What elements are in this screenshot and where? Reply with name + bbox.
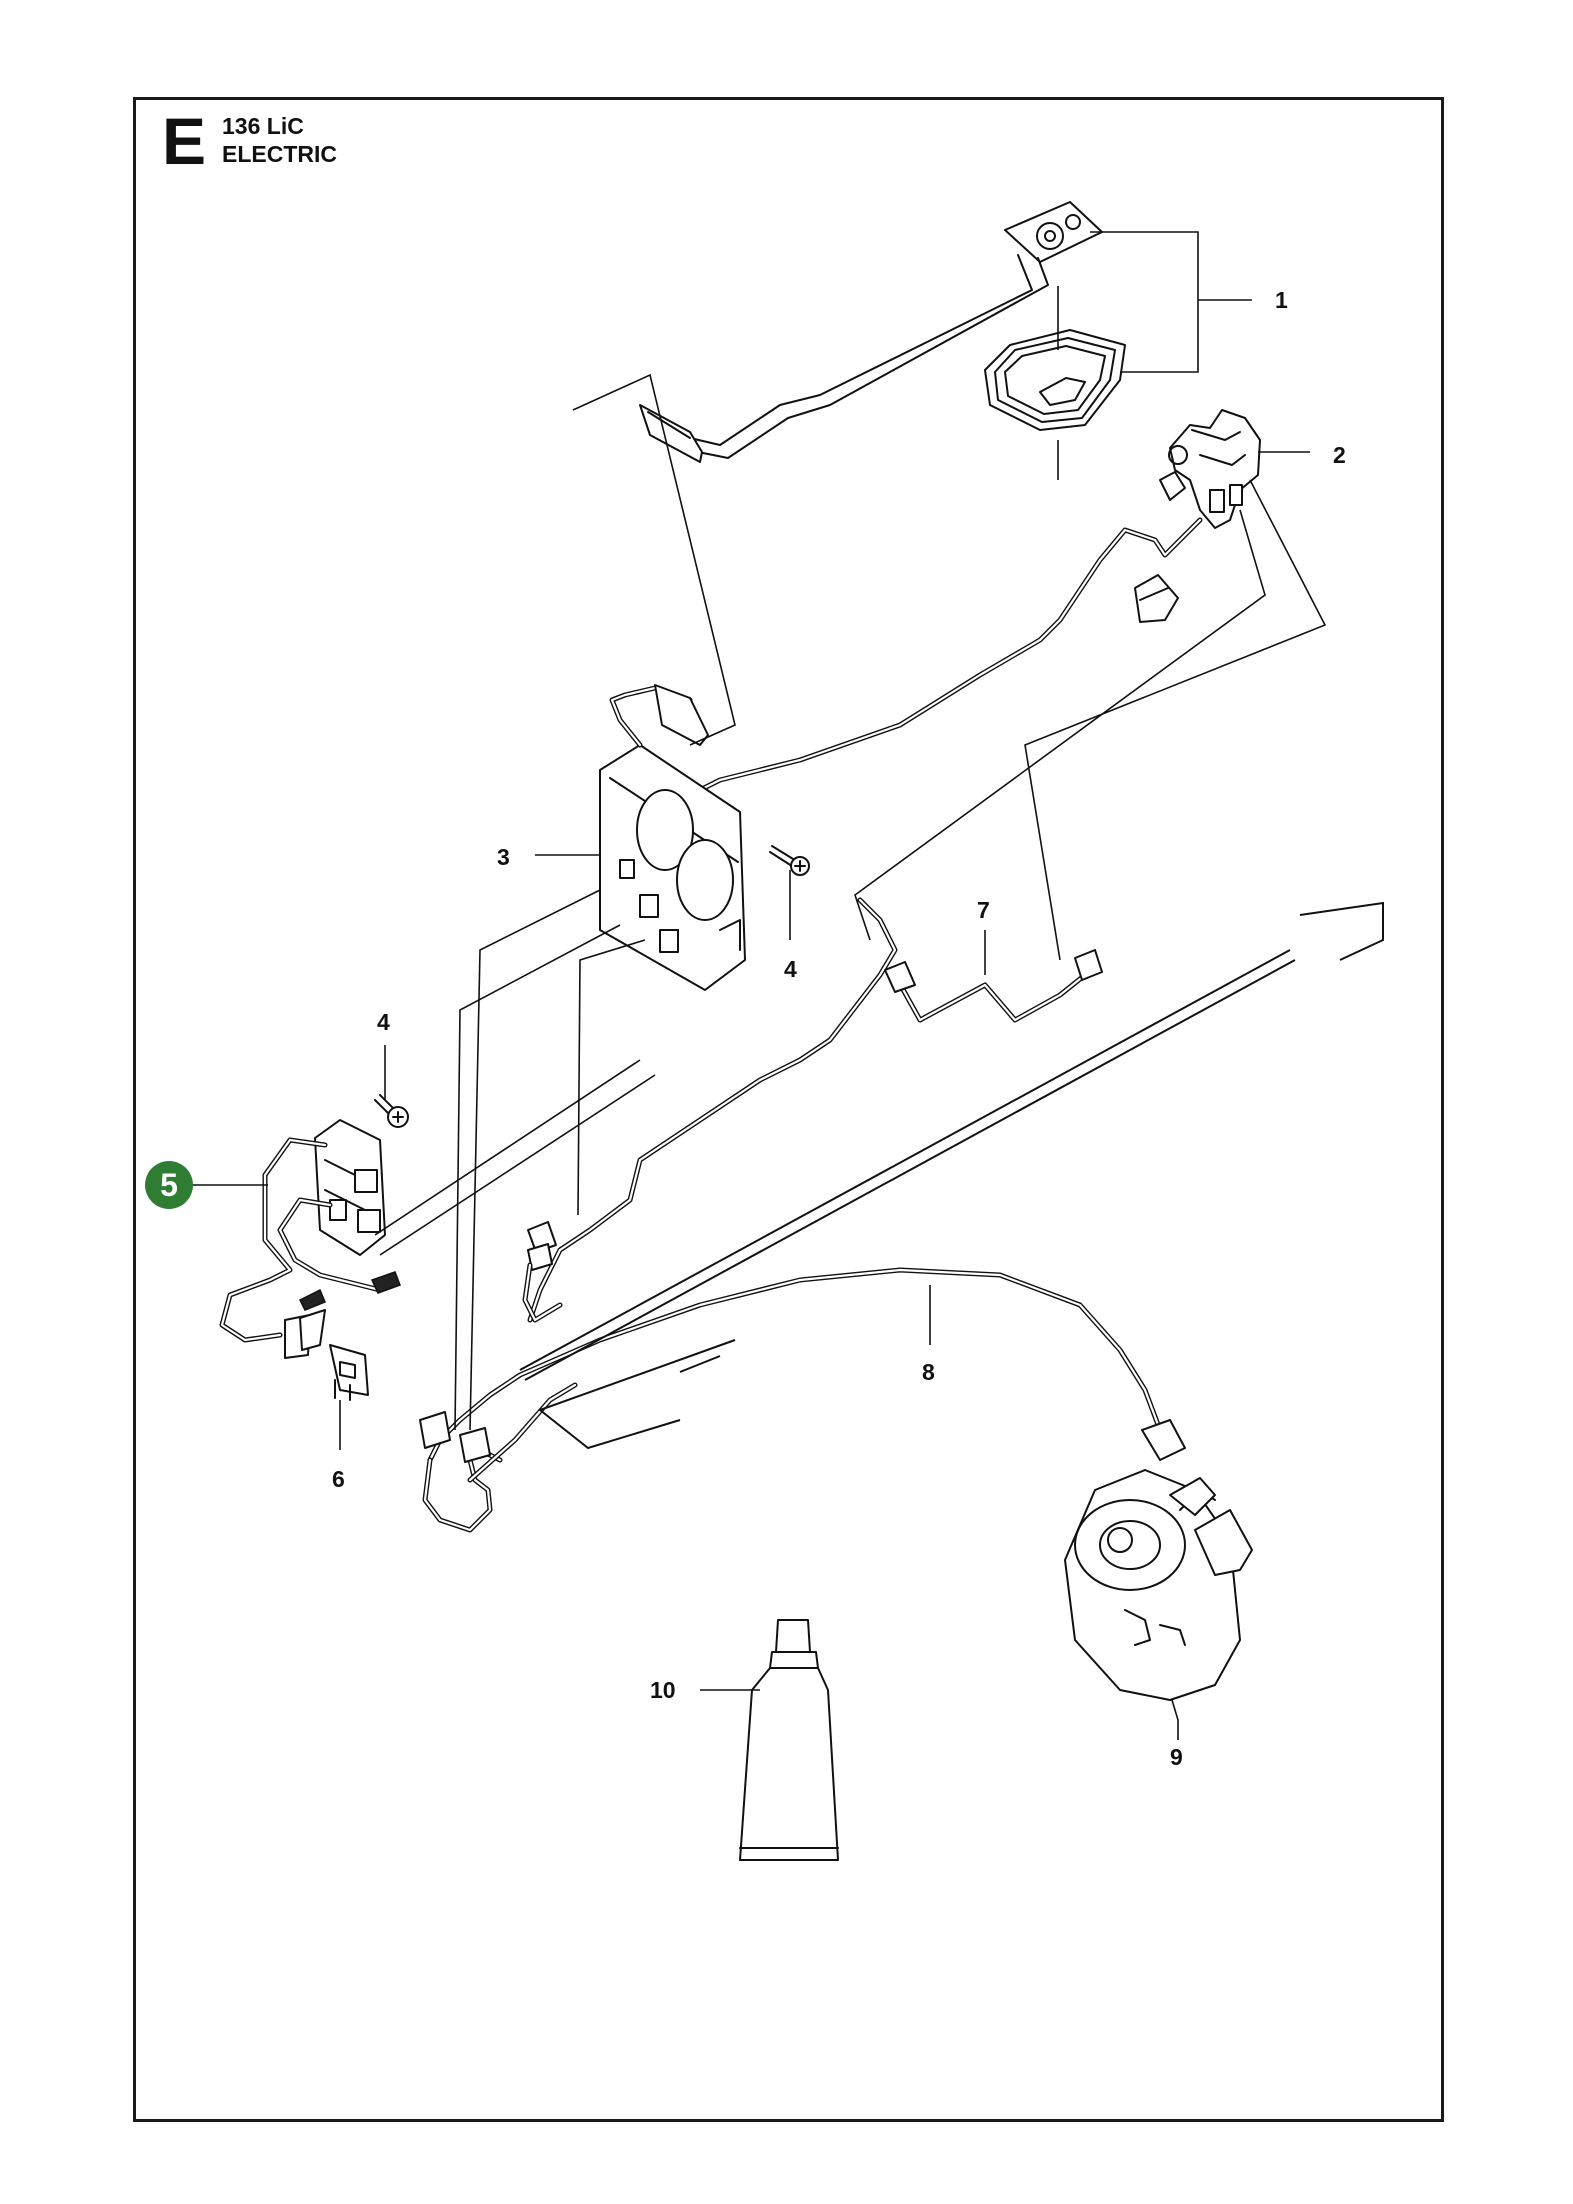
callout-7: 7 bbox=[977, 897, 990, 923]
part-5-terminal-harness[interactable] bbox=[219, 1119, 401, 1359]
part-8-motor-cable[interactable] bbox=[419, 1267, 1186, 1533]
part-4-screw-lower[interactable] bbox=[374, 1094, 409, 1128]
part-9-motor[interactable] bbox=[1064, 1469, 1253, 1701]
hatch-band-lower bbox=[537, 1339, 736, 1450]
section-letter: E bbox=[162, 104, 207, 178]
part-2-trigger-switch[interactable] bbox=[697, 409, 1261, 793]
model-name: 136 LiC bbox=[222, 113, 304, 139]
callout-6: 6 bbox=[332, 1466, 345, 1492]
section-name: ELECTRIC bbox=[222, 141, 337, 167]
callout-8: 8 bbox=[922, 1359, 935, 1385]
hatch-band-upper bbox=[519, 901, 1384, 1381]
part-7-wire-harness[interactable] bbox=[522, 897, 1103, 1323]
part-4-screw-upper[interactable] bbox=[769, 845, 810, 876]
callout-9: 9 bbox=[1170, 1744, 1183, 1770]
callout-3: 3 bbox=[497, 844, 510, 870]
highlight-badge bbox=[145, 1161, 193, 1209]
part-1-keypad-cable[interactable] bbox=[639, 201, 1126, 480]
callout-4-upper: 4 bbox=[784, 956, 797, 982]
callout-5: 5 bbox=[160, 1167, 178, 1203]
part-3-control-board[interactable] bbox=[599, 684, 746, 991]
callout-4-lower: 4 bbox=[377, 1009, 390, 1035]
diagram-frame bbox=[133, 97, 1444, 2122]
part-6-fuse[interactable] bbox=[329, 1344, 369, 1401]
callout-5-highlight[interactable]: 5 bbox=[145, 1161, 193, 1209]
callout-2: 2 bbox=[1333, 442, 1346, 468]
part-10-grease-tube[interactable] bbox=[739, 1619, 839, 1861]
leader-lines bbox=[190, 231, 1327, 1740]
callout-10: 10 bbox=[650, 1677, 676, 1703]
callout-1: 1 bbox=[1275, 287, 1288, 313]
